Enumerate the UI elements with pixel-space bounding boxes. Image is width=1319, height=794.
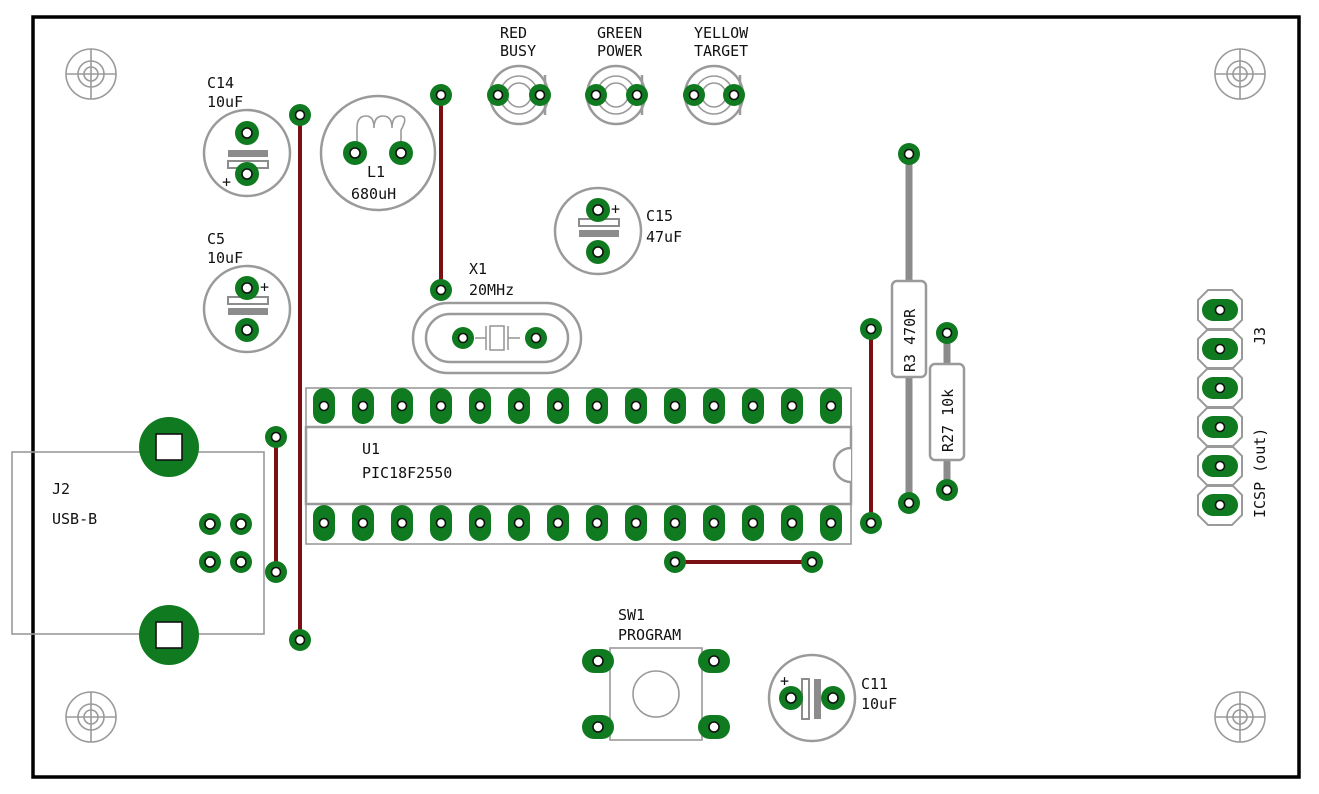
r3-label: R3 470R xyxy=(901,308,919,372)
u1-pin xyxy=(547,388,569,424)
j3-pin xyxy=(1197,367,1243,409)
mounting-hole-top-left xyxy=(65,48,117,100)
j2-usb-connector xyxy=(11,417,265,665)
led-green-line2: POWER xyxy=(597,42,643,60)
c11-ref: C11 xyxy=(861,675,888,693)
c15-ref: C15 xyxy=(646,207,673,225)
u1-pin xyxy=(703,505,725,541)
u1-chip xyxy=(304,387,853,545)
x1-value: 20MHz xyxy=(469,281,514,299)
u1-pin xyxy=(547,505,569,541)
u1-ref: U1 xyxy=(362,440,380,458)
led-red-line2: BUSY xyxy=(500,42,536,60)
u1-pin xyxy=(508,505,530,541)
x1-crystal xyxy=(411,301,583,375)
c14-ref: C14 xyxy=(207,74,234,92)
led-green xyxy=(585,64,648,126)
u1-pin xyxy=(781,505,803,541)
led-green-line1: GREEN xyxy=(597,24,642,42)
j3-pin xyxy=(1197,289,1243,331)
j3-pin xyxy=(1197,484,1243,526)
u1-pin xyxy=(625,505,647,541)
u1-pin xyxy=(313,388,335,424)
u1-pin xyxy=(469,505,491,541)
u1-pin xyxy=(430,505,452,541)
u1-pin xyxy=(391,505,413,541)
mounting-hole-bottom-right xyxy=(1214,691,1266,743)
c15-value: 47uF xyxy=(646,228,682,246)
l1-ref: L1 xyxy=(367,163,385,181)
r27-resistor: R27 10k xyxy=(928,362,966,462)
u1-pin xyxy=(703,388,725,424)
j3-ref: J3 xyxy=(1251,327,1269,345)
trace-pads xyxy=(265,84,958,651)
board-outline xyxy=(31,15,1301,779)
u1-pin xyxy=(664,388,686,424)
j3-pin xyxy=(1197,406,1243,448)
c15-plus: + xyxy=(611,200,620,218)
u1-pin xyxy=(781,388,803,424)
c14-plus: + xyxy=(222,173,231,191)
sw1-ref: SW1 xyxy=(618,606,645,624)
u1-pin xyxy=(820,505,842,541)
u1-pin xyxy=(586,388,608,424)
l1-inductor xyxy=(319,94,437,212)
j2-value: USB-B xyxy=(52,510,97,528)
c14-capacitor: + xyxy=(202,108,292,198)
u1-pin xyxy=(352,505,374,541)
mounting-hole-top-right xyxy=(1214,48,1266,100)
u1-pin xyxy=(742,388,764,424)
j3-pin xyxy=(1197,445,1243,487)
led-yellow-line1: YELLOW xyxy=(694,24,749,42)
u1-pin xyxy=(586,505,608,541)
c5-capacitor: + xyxy=(202,264,292,354)
c5-ref: C5 xyxy=(207,230,225,248)
j3-desc: ICSP (out) xyxy=(1251,428,1269,518)
c14-value: 10uF xyxy=(207,93,243,111)
u1-pin xyxy=(625,388,647,424)
sw1-button xyxy=(582,647,730,741)
u1-pin xyxy=(430,388,452,424)
led-yellow-line2: TARGET xyxy=(694,42,748,60)
j3-pin xyxy=(1197,328,1243,370)
r27-label: R27 10k xyxy=(939,389,957,452)
u1-pin xyxy=(820,388,842,424)
u1-pin xyxy=(313,505,335,541)
c11-plus: + xyxy=(780,672,789,690)
l1-value: 680uH xyxy=(351,185,396,203)
led-red xyxy=(487,64,551,126)
j3-icsp-header xyxy=(1197,289,1243,526)
u1-pin xyxy=(469,388,491,424)
u1-pin xyxy=(742,505,764,541)
c5-value: 10uF xyxy=(207,249,243,267)
led-red-line1: RED xyxy=(500,24,527,42)
r3-resistor: R3 470R xyxy=(890,279,928,379)
u1-pin xyxy=(508,388,530,424)
led-yellow xyxy=(683,64,745,126)
u1-value: PIC18F2550 xyxy=(362,464,452,482)
u1-pin xyxy=(352,388,374,424)
sw1-value: PROGRAM xyxy=(618,626,681,644)
mounting-hole-bottom-left xyxy=(65,691,117,743)
j2-ref: J2 xyxy=(52,480,70,498)
u1-pin xyxy=(391,388,413,424)
c11-value: 10uF xyxy=(861,695,897,713)
u1-pin xyxy=(664,505,686,541)
c11-capacitor: + xyxy=(767,653,857,743)
x1-ref: X1 xyxy=(469,260,487,278)
c15-capacitor: + xyxy=(553,186,643,276)
c5-plus: + xyxy=(260,278,269,296)
